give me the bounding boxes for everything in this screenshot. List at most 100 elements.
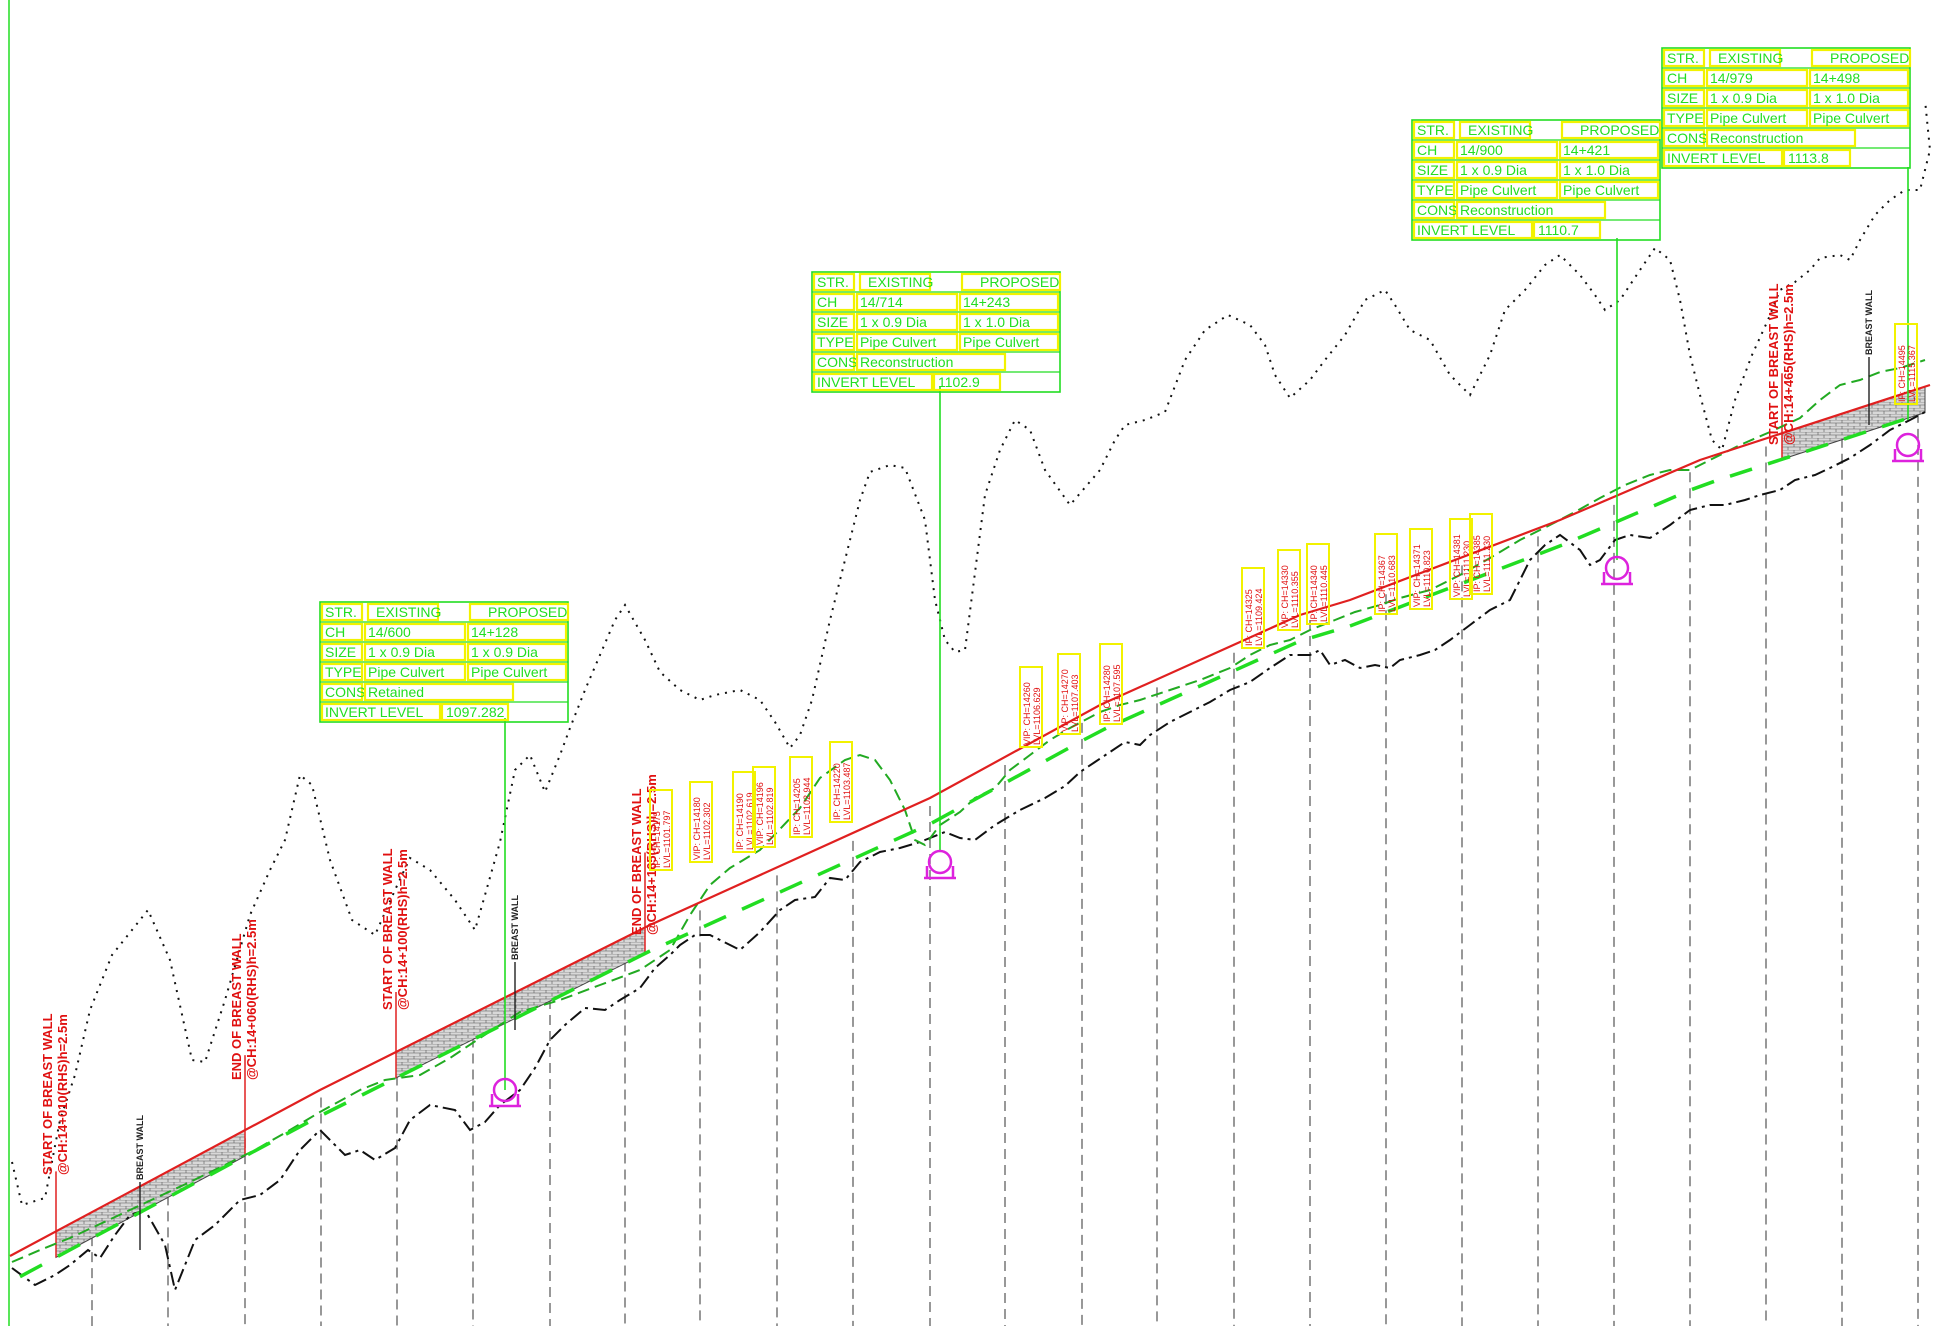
table-proposed-type: Pipe Culvert <box>471 664 547 680</box>
formation-dash <box>1577 527 1601 540</box>
formation-arrows <box>19 417 1905 1279</box>
formation-dash <box>1197 675 1221 689</box>
table-header-existing: EXISTING <box>1468 122 1533 138</box>
table-proposed-size: 1 x 1.0 Dia <box>963 314 1030 330</box>
formation-dash <box>1767 454 1791 466</box>
ip-tag-level: LVL=1102.619 <box>745 793 755 850</box>
text-box <box>466 622 568 642</box>
text-box <box>958 312 1060 332</box>
table-header-proposed: PROPOSED <box>1830 50 1909 66</box>
breast-wall-label-line1: END OF BREAST WALL <box>629 788 644 935</box>
table-row-label: TYPE <box>1667 110 1704 126</box>
culvert-pipe-icon <box>489 1077 521 1108</box>
formation-dash <box>1843 430 1867 441</box>
ip-tag-chainage: VIP: CH=14371 <box>1412 544 1422 607</box>
ip-tag-level: LVL=1101.797 <box>662 811 672 868</box>
text-box <box>1662 128 1706 148</box>
ip-tag-level: LVL=1102.944 <box>802 778 812 835</box>
text-box <box>1560 120 1662 140</box>
formation-dash <box>855 845 879 860</box>
formation-dash <box>209 1161 233 1177</box>
table-proposed-type: Pipe Culvert <box>1563 182 1639 198</box>
breast-wall-label: START OF BREAST WALL@CH:14+010(RHS)h=2.5… <box>40 1013 70 1175</box>
text-box <box>1412 200 1456 220</box>
table-proposed-size: 1 x 0.9 Dia <box>471 644 538 660</box>
table-invert-value: 1102.9 <box>938 374 980 390</box>
formation-dash <box>1805 442 1829 454</box>
table-row-label: TYPE <box>817 334 854 350</box>
formation-dash <box>475 1025 499 1040</box>
ip-tag-chainage: IP: CH=14495 <box>1897 345 1907 402</box>
text-box <box>440 702 510 722</box>
table-existing-ch: 14/979 <box>1710 70 1753 86</box>
breast-wall-label-line2: @CH:14+465(RHS)h=2.5m <box>1781 284 1796 445</box>
formation-dash <box>893 828 917 842</box>
text-box <box>1412 220 1534 240</box>
ip-tag-level: LVL=1110.355 <box>1290 571 1300 628</box>
text-box <box>1458 120 1532 140</box>
formation-dash <box>817 863 841 877</box>
formation-dash <box>1425 587 1449 599</box>
formation-dash <box>57 1242 81 1258</box>
text-box <box>855 352 1007 372</box>
table-existing-type: Pipe Culvert <box>1460 182 1536 198</box>
formation-dash <box>361 1082 385 1097</box>
table-row-label: SIZE <box>325 644 356 660</box>
ip-tag-level: LVL=1110.683 <box>1387 555 1397 612</box>
formation-dash <box>285 1120 309 1136</box>
breast-wall-hatch <box>395 926 646 1079</box>
formation-dash <box>1539 543 1563 556</box>
text-box <box>932 372 1002 392</box>
existing-ground-line <box>11 411 1926 1294</box>
text-box <box>855 312 959 332</box>
breast-wall-label: START OF BREAST WALL@CH:14+100(RHS)h=2.5… <box>380 848 410 1010</box>
table-proposed-ch: 14+243 <box>963 294 1010 310</box>
text-box <box>1662 88 1706 108</box>
text-box <box>855 332 959 352</box>
breast-wall-tag: BREAST WALL <box>1864 290 1874 425</box>
table-row-label: CH <box>817 294 837 310</box>
table-row-label: TYPE <box>1417 182 1454 198</box>
table-row-label: CH <box>1667 70 1687 86</box>
table-cons-value: Reconstruction <box>1710 130 1803 146</box>
formation-dash <box>1387 601 1411 614</box>
formation-dash <box>1729 467 1753 478</box>
formation-dash <box>1235 658 1259 672</box>
text-box <box>320 642 364 662</box>
formation-dash <box>551 987 575 1002</box>
table-row-label: CH <box>1417 142 1437 158</box>
formation-dash <box>1463 572 1487 585</box>
table-invert-label: INVERT LEVEL <box>817 374 916 390</box>
proposed-road-line <box>9 383 1931 1257</box>
text-box <box>812 292 856 312</box>
breast-wall-label-line1: END OF BREAST WALL <box>229 933 244 1080</box>
ip-tag-chainage: VIP: CH=14260 <box>1022 682 1032 745</box>
breast-wall-label-line2: @CH:14+165(RHS)h=2.5m <box>644 774 659 935</box>
table-header-existing: EXISTING <box>376 604 441 620</box>
text-box <box>1455 160 1559 180</box>
formation-dash <box>1273 641 1297 655</box>
formation-dash <box>323 1101 347 1116</box>
formation-dash <box>741 897 765 911</box>
table-existing-size: 1 x 0.9 Dia <box>860 314 927 330</box>
culvert-pipe-icon <box>1892 432 1924 463</box>
table-existing-ch: 14/714 <box>860 294 903 310</box>
text-box <box>812 352 856 372</box>
text-box <box>468 602 570 622</box>
ip-tag-level: LVL=1107.595 <box>1112 665 1122 722</box>
formation-dash <box>399 1063 423 1078</box>
text-box <box>320 702 442 722</box>
text-box <box>1662 148 1784 168</box>
formation-dash <box>1159 692 1183 706</box>
table-existing-size: 1 x 0.9 Dia <box>1460 162 1527 178</box>
ip-tag-chainage: IP: CH=14367 <box>1377 555 1387 612</box>
breast-wall-labels: START OF BREAST WALL@CH:14+010(RHS)h=2.5… <box>40 283 1874 1250</box>
text-box <box>958 332 1060 352</box>
